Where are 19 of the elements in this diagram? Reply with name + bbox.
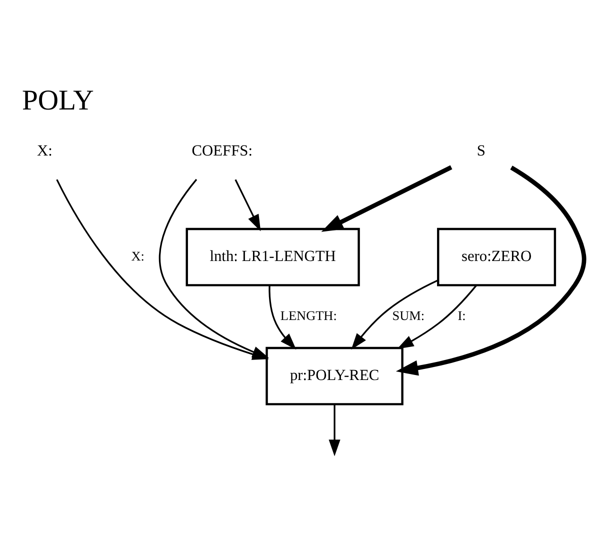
node-box: pr:POLY-REC xyxy=(266,346,404,405)
node-text: S xyxy=(476,142,486,159)
arrow xyxy=(397,284,478,348)
arrow xyxy=(234,178,261,231)
arrow xyxy=(328,404,340,456)
edge-label: X: xyxy=(131,248,144,263)
node-box: lnth: LR1-LENGTH xyxy=(186,227,360,286)
arrow xyxy=(158,178,269,358)
node-text: X: xyxy=(37,142,52,159)
arrow xyxy=(321,164,452,232)
diagram-title: POLY xyxy=(22,84,94,116)
node-box: sero:ZERO xyxy=(437,227,556,286)
edge-label: SUM: xyxy=(392,308,425,323)
arrow xyxy=(268,284,296,350)
node-text: COEFFS: xyxy=(192,142,253,159)
edge-label: LENGTH: xyxy=(280,308,337,323)
edge-label: I: xyxy=(458,308,466,323)
arrow xyxy=(351,279,438,350)
arrow xyxy=(396,165,586,376)
